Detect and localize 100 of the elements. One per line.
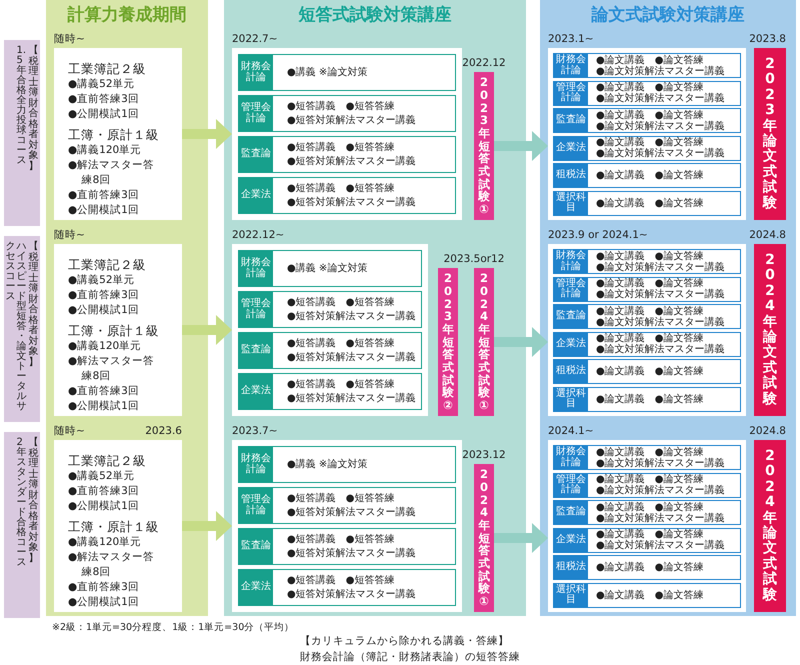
subject-tag: 監査論	[239, 333, 273, 368]
lecture-text: ●短答対策解法マスター講義	[287, 506, 416, 520]
subject-tag: 監査論	[554, 305, 588, 328]
note-text: 財務会計論（簿記・財務諸表論）の短答答練	[300, 650, 521, 664]
lecture-text: ●論文講義 ●論文答練	[596, 250, 704, 262]
course-item-text: ●講義52単元	[68, 77, 136, 92]
subject-tag: 企業法	[554, 332, 588, 356]
lecture-text: ●講義 ※論文対策	[287, 262, 368, 276]
lecture-text: ●論文講義 ●論文答練	[596, 562, 704, 573]
lecture-text: ●論文対策解法マスター講義	[596, 120, 725, 132]
subject-row	[238, 373, 422, 410]
course-item-text: ●講義120単元	[68, 143, 142, 158]
subject-tag: 財務会計論	[239, 251, 273, 286]
course-content-card	[54, 244, 182, 416]
lecture-text: ●短答対策解法マスター講義	[287, 588, 416, 602]
subject-row	[553, 276, 741, 302]
grade-heading: 工業簿記２級	[68, 452, 146, 469]
course-item-text: ●解法マスター答練8回	[68, 354, 156, 384]
subject-row	[553, 445, 741, 470]
subject-row	[238, 136, 456, 173]
course-item-text: ●直前答練3回	[68, 92, 140, 107]
lecture-text: ●論文講義 ●論文答練	[596, 170, 704, 181]
subject-row	[238, 528, 456, 565]
subject-tag: 管理会計論	[554, 82, 588, 104]
lecture-text: ●論文対策解法マスター講義	[596, 93, 725, 104]
period-band	[46, 0, 208, 616]
date-text: 2023.9 or 2024.1~	[548, 229, 648, 242]
subject-tag: 租税法	[554, 556, 588, 579]
subject-tag: 財務会計論	[239, 447, 273, 482]
exam-title: 2024年論文式試験	[763, 449, 777, 603]
lecture-text: ●論文講義 ●論文答練	[596, 137, 704, 148]
lecture-text: ●論文講義 ●論文答練	[596, 110, 704, 120]
course-item-text: ●直前答練3回	[68, 188, 140, 203]
subject-tag: 財務会計論	[554, 446, 588, 469]
course-item-text: ●講義52単元	[68, 273, 136, 288]
course-item-text: ●公開模試1回	[68, 499, 140, 514]
lecture-text: ●論文対策解法マスター講義	[596, 485, 725, 496]
lecture-text: ●論文講義 ●論文答練	[596, 198, 704, 208]
course-name-text: 1.5年合格全力投球コース	[16, 46, 28, 168]
date-text: 2023.6	[145, 425, 182, 438]
lecture-text: ●論文講義 ●論文答練	[596, 333, 704, 344]
exam-title: 2024年短答式試験①	[478, 272, 490, 412]
exam-bar	[474, 268, 494, 416]
lecture-text: ●短答講義 ●短答答練	[287, 182, 394, 196]
course-label-box	[4, 236, 40, 422]
schedule-card	[548, 440, 746, 612]
schedule-card	[548, 244, 746, 416]
lecture-text: ●論文講義 ●論文答練	[596, 529, 704, 540]
course-item-text: ●直前答練3回	[68, 288, 140, 303]
date-text: 2024.8	[749, 229, 786, 242]
subject-row	[238, 291, 422, 328]
exam-title: 2023年短答式試験①	[478, 76, 490, 216]
lecture-text: ●論文講義 ●論文答練	[596, 82, 704, 93]
lecture-text: ●短答対策解法マスター講義	[287, 350, 416, 364]
subject-row	[553, 359, 741, 384]
schedule-card	[232, 440, 462, 612]
period-band	[540, 0, 796, 616]
subject-row	[238, 95, 456, 132]
date-text: 2023.7~	[232, 425, 278, 438]
subject-row	[553, 53, 741, 78]
lecture-text: ●短答対策解法マスター講義	[287, 154, 416, 168]
exam-title: 2024年短答式試験①	[478, 468, 490, 608]
schedule-card	[232, 244, 428, 416]
subject-tag: 管理会計論	[239, 488, 273, 523]
period-band	[224, 0, 526, 616]
lecture-text: ●論文対策解法マスター講義	[596, 316, 725, 328]
date-text: 随時~	[54, 425, 85, 438]
lecture-text: ●短答講義 ●短答答練	[287, 100, 394, 114]
lecture-text: ●論文講義 ●論文答練	[596, 366, 704, 377]
subject-tag: 選択科目	[554, 388, 588, 410]
grade-heading: 工業簿記２級	[68, 256, 146, 273]
subject-row	[553, 190, 741, 216]
course-target-text: 【税理士簿財合格者対象】	[28, 438, 38, 564]
course-name-text: ハイスピード型短答・論文トータルサクセスコース	[6, 242, 28, 412]
date-text: 2024.8	[749, 425, 786, 438]
lecture-text: ●論文対策解法マスター講義	[596, 512, 725, 524]
grade-heading: 工簿・原計１級	[68, 322, 159, 339]
date-text: 2023.12	[462, 449, 506, 462]
exam-bar	[754, 244, 786, 416]
exam-title: 2023年論文式試験	[763, 57, 777, 211]
course-name-text: 2年スタンダード合格コース	[16, 438, 28, 570]
lecture-text: ●論文対策解法マスター講義	[596, 66, 725, 76]
subject-row	[553, 163, 741, 188]
course-item-text: ●講義120単元	[68, 339, 142, 354]
subject-tag: 管理会計論	[239, 96, 273, 131]
grade-heading: 工業簿記２級	[68, 60, 146, 77]
exam-bar	[438, 268, 458, 416]
lecture-text: ●短答対策解法マスター講義	[287, 546, 416, 560]
subject-row	[238, 54, 456, 91]
subject-tag: 監査論	[554, 109, 588, 132]
course-label-box	[4, 432, 40, 618]
date-text: 2024.1~	[548, 425, 594, 438]
course-item-text: ●公開模試1回	[68, 107, 140, 122]
subject-row	[238, 250, 422, 287]
lecture-text: ●論文講義 ●論文答練	[596, 502, 704, 512]
course-item-text: ●直前答練3回	[68, 384, 140, 399]
course-item-text: ●直前答練3回	[68, 580, 140, 595]
subject-tag: 財務会計論	[554, 250, 588, 273]
course-item-text: ●公開模試1回	[68, 303, 140, 318]
date-text: 2022.12	[462, 57, 506, 70]
